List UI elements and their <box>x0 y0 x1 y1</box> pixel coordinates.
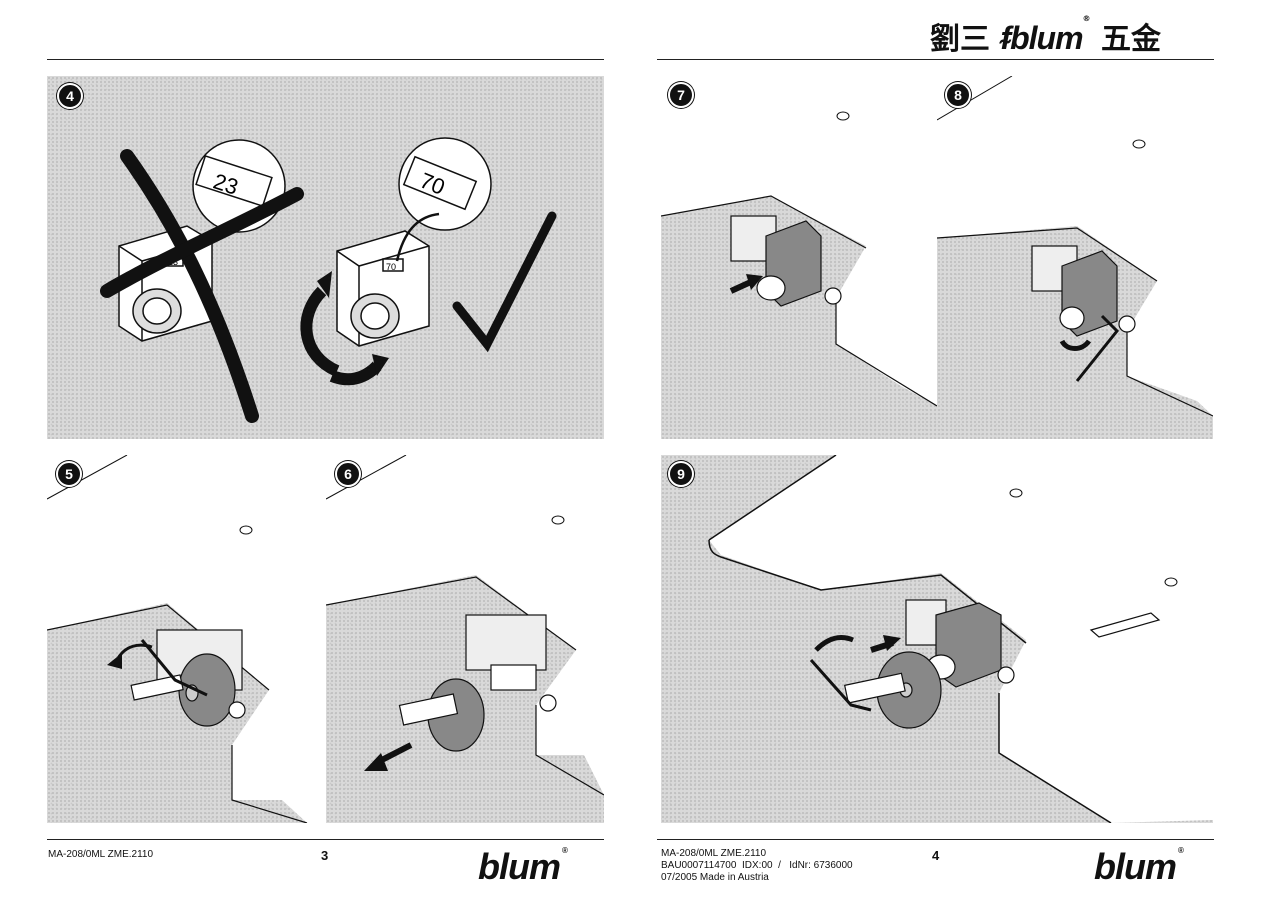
panel-step-6: 6 <box>326 455 604 823</box>
step-4-badge: 4 <box>57 83 83 109</box>
turn-arrow-8 <box>1059 339 1092 351</box>
rotate-arrow-1 <box>300 286 340 377</box>
cross-stroke-1 <box>120 149 259 423</box>
step-5-badge: 5 <box>56 461 82 487</box>
check-mark-icon <box>452 211 557 353</box>
step-8-illustration <box>937 76 1213 417</box>
blum-logo-left: blum <box>478 846 561 887</box>
dial-unit-right <box>336 230 430 347</box>
slot-opening <box>1089 612 1161 638</box>
bottom-rule-right <box>657 839 1214 840</box>
top-rule-left <box>47 59 604 60</box>
footer-right-logo: blum® <box>1094 846 1184 887</box>
header-brand-logo: 劉三 ᵮblum® 五金 <box>930 14 1161 58</box>
panel-step-8: 8 <box>937 76 1213 439</box>
footer-right-code: MA-208/0ML ZME.2110 BAU0007114700 IDX:00… <box>661 848 853 884</box>
blum-logo-right: blum <box>1094 846 1177 887</box>
step-8-badge: 8 <box>945 82 971 108</box>
footer-right-line2: BAU0007114700 IDX:00 / IdNr: 6736000 <box>661 860 853 871</box>
footer-left-logo: blum® <box>478 846 568 887</box>
panel-step-9: 9 <box>661 455 1213 823</box>
footer-left-code: MA-208/0ML ZME.2110 <box>48 849 154 860</box>
panel-step-7: 7 <box>661 76 937 439</box>
top-rule-right <box>657 59 1214 60</box>
rotate-arrow-2 <box>329 361 382 386</box>
bottom-rule-left <box>47 839 604 840</box>
step-6-illustration <box>326 455 604 796</box>
footer-right-line1: MA-208/0ML ZME.2110 <box>661 848 767 859</box>
page-number-left: 3 <box>321 848 329 863</box>
step-4-illustration: 23 23 70 70 <box>100 137 557 423</box>
footer-right-line3: 07/2005 Made in Austria <box>661 872 769 883</box>
step-5-illustration <box>47 455 326 823</box>
page-number-right: 4 <box>932 848 940 863</box>
step-7-badge: 7 <box>668 82 694 108</box>
counter-right-text: 70 <box>386 262 396 272</box>
turn-arrow-9 <box>814 635 854 652</box>
step-9-illustration <box>661 455 1213 823</box>
header-logo-reg: ® <box>1082 14 1091 23</box>
header-logo-suffix: 五金 <box>1101 22 1161 57</box>
step-7-illustration <box>661 76 937 407</box>
panel-step-4: 4 23 23 70 70 <box>47 76 604 439</box>
step-6-badge: 6 <box>335 461 361 487</box>
header-logo-brand: ᵮblum <box>1000 20 1083 56</box>
pointer-arrow <box>395 212 440 262</box>
panel-step-5: 5 <box>47 455 326 823</box>
cross-stroke-2 <box>100 187 304 298</box>
step-9-badge: 9 <box>668 461 694 487</box>
header-logo-prefix: 劉三 <box>930 22 990 57</box>
